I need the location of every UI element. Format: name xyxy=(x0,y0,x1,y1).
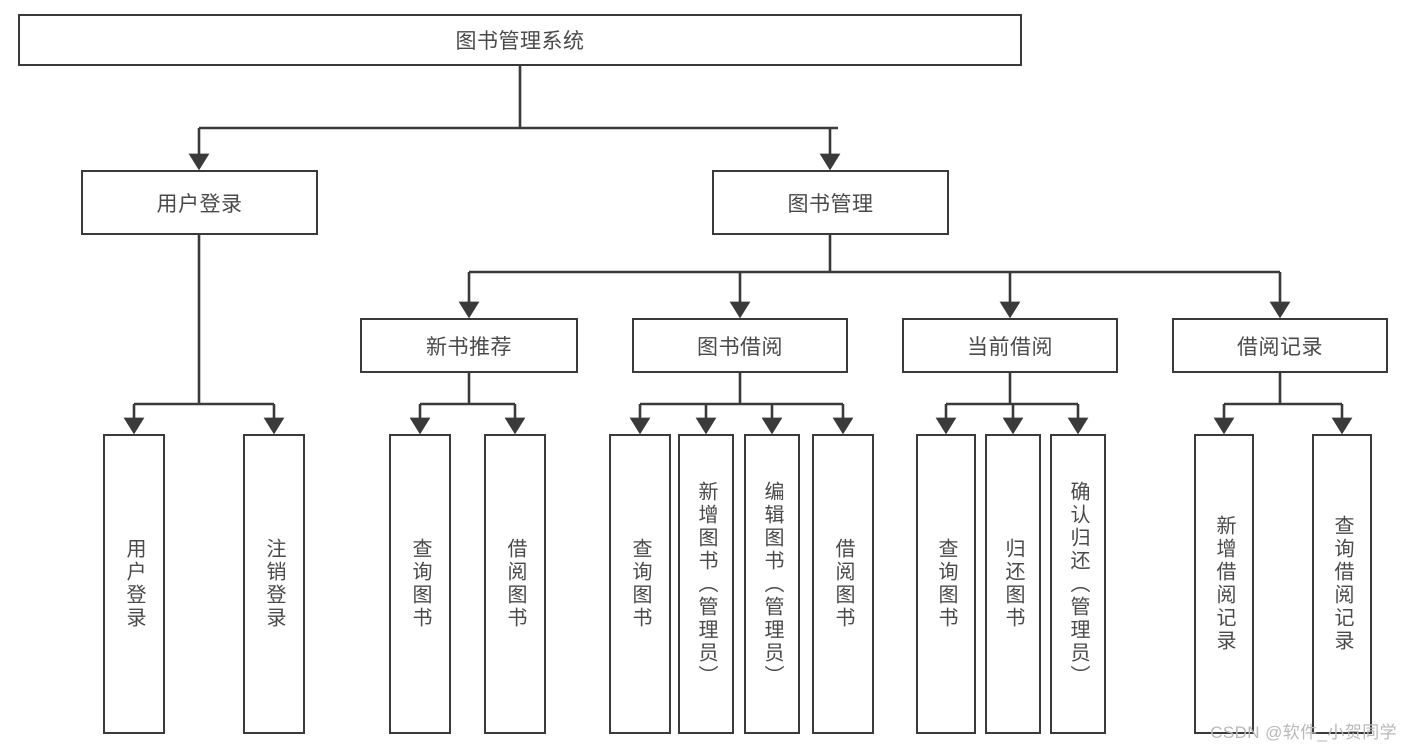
leaf-label: 借阅图书 xyxy=(504,538,526,630)
leaf-node-query-book-borrow[interactable]: 查询图书 xyxy=(609,434,671,734)
leaf-label: 查询借阅记录 xyxy=(1331,515,1353,653)
leaf-label: 用户登录 xyxy=(123,538,145,630)
node-new-book-recommend[interactable]: 新书推荐 xyxy=(360,318,578,373)
node-current-borrow-label: 当前借阅 xyxy=(967,335,1053,359)
leaf-node-query-book-current[interactable]: 查询图书 xyxy=(916,434,976,734)
node-current-borrow[interactable]: 当前借阅 xyxy=(902,318,1118,373)
node-user-login[interactable]: 用户登录 xyxy=(81,170,318,235)
leaf-node-user-login[interactable]: 用户登录 xyxy=(103,434,165,734)
leaf-label: 新增图书（管理员） xyxy=(695,480,717,688)
node-borrow-record[interactable]: 借阅记录 xyxy=(1172,318,1388,373)
leaf-node-query-book-recommend[interactable]: 查询图书 xyxy=(389,434,451,734)
node-book-borrow[interactable]: 图书借阅 xyxy=(632,318,848,373)
leaf-node-confirm-return-admin[interactable]: 确认归还（管理员） xyxy=(1050,434,1106,734)
leaf-label: 确认归还（管理员） xyxy=(1067,480,1089,688)
leaf-node-query-borrow-record[interactable]: 查询借阅记录 xyxy=(1312,434,1372,734)
node-new-book-recommend-label: 新书推荐 xyxy=(426,335,512,359)
leaf-label: 编辑图书（管理员） xyxy=(761,480,783,688)
node-root[interactable]: 图书管理系统 xyxy=(18,14,1022,66)
leaf-label: 借阅图书 xyxy=(832,538,854,630)
leaf-node-edit-book-admin[interactable]: 编辑图书（管理员） xyxy=(744,434,800,734)
node-book-borrow-label: 图书借阅 xyxy=(697,335,783,359)
node-root-label: 图书管理系统 xyxy=(455,30,585,53)
node-book-management[interactable]: 图书管理 xyxy=(712,170,949,235)
leaf-node-borrow-book[interactable]: 借阅图书 xyxy=(812,434,874,734)
node-book-management-label: 图书管理 xyxy=(787,192,874,216)
leaf-node-logout[interactable]: 注销登录 xyxy=(243,434,305,734)
leaf-node-return-book[interactable]: 归还图书 xyxy=(985,434,1041,734)
leaf-node-borrow-book-recommend[interactable]: 借阅图书 xyxy=(484,434,546,734)
leaf-label: 查询图书 xyxy=(409,538,431,630)
node-user-login-label: 用户登录 xyxy=(156,192,243,216)
node-borrow-record-label: 借阅记录 xyxy=(1237,335,1323,359)
csdn-watermark: CSDN @软件_小贺同学 xyxy=(1210,723,1397,742)
leaf-label: 注销登录 xyxy=(263,538,285,630)
leaf-label: 查询图书 xyxy=(629,538,651,630)
leaf-node-add-book-admin[interactable]: 新增图书（管理员） xyxy=(678,434,734,734)
leaf-node-add-borrow-record[interactable]: 新增借阅记录 xyxy=(1194,434,1254,734)
leaf-label: 新增借阅记录 xyxy=(1213,515,1235,653)
leaf-label: 归还图书 xyxy=(1002,538,1024,630)
leaf-label: 查询图书 xyxy=(935,538,957,630)
